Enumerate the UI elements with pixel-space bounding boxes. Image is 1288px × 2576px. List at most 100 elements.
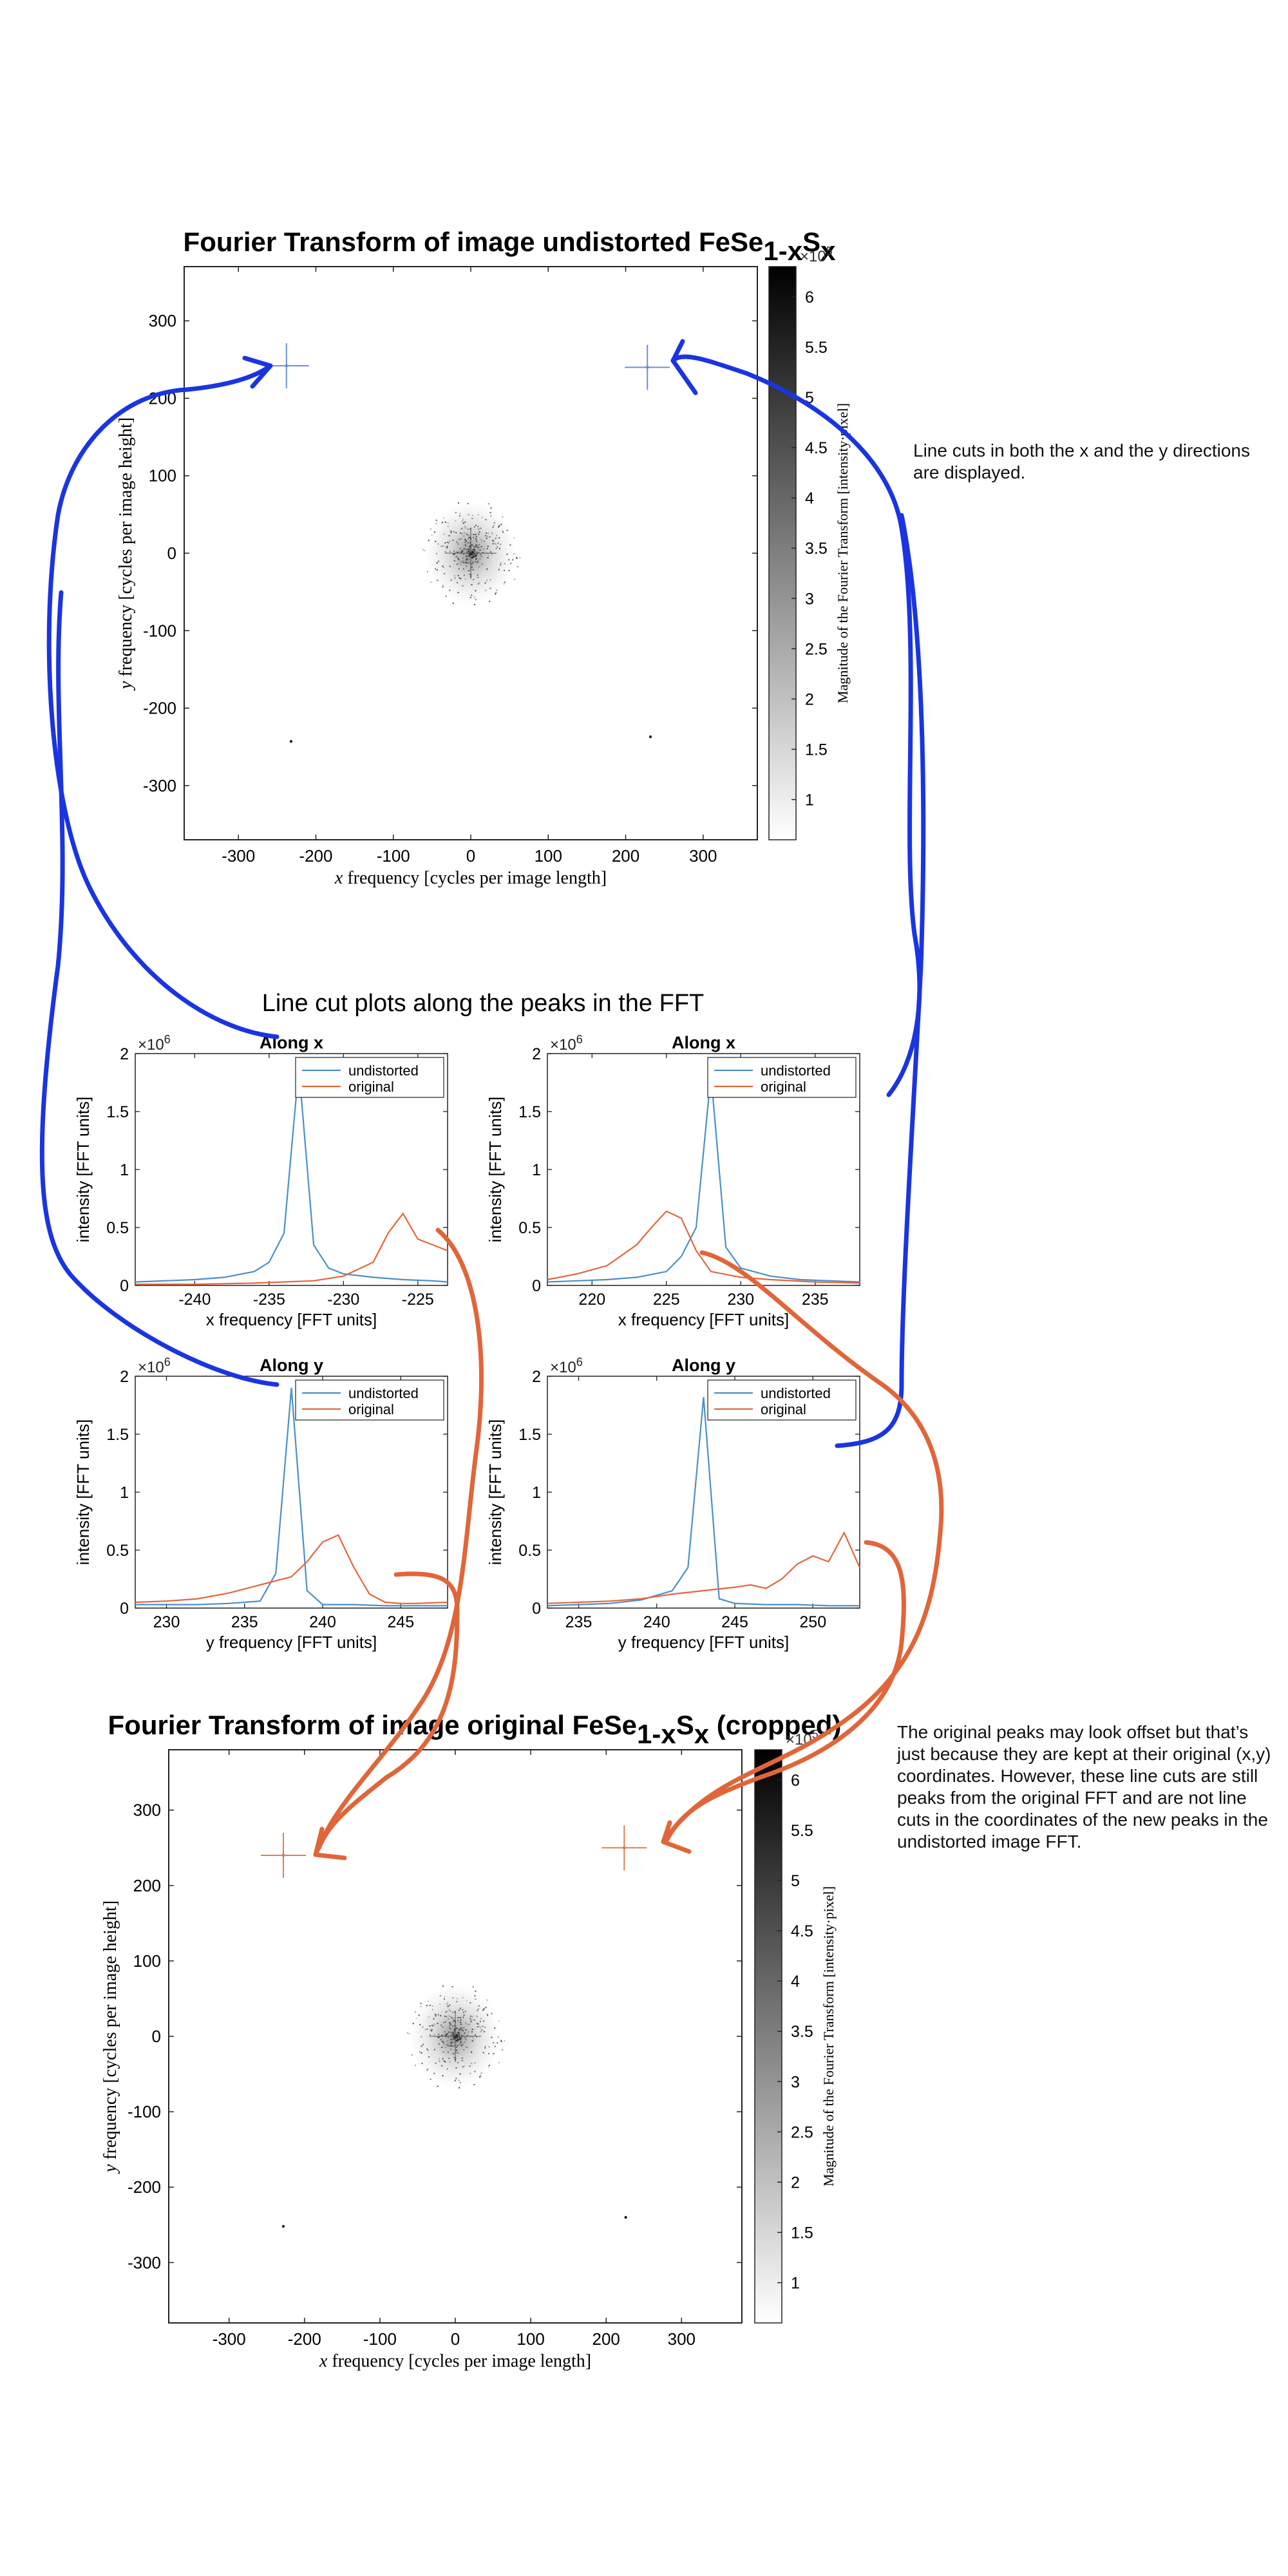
fft-speckle [457, 557, 459, 559]
fft-speckle [489, 579, 491, 581]
y-tick-label: 200 [133, 1876, 161, 1895]
fft-speckle [463, 553, 465, 555]
y-tick-label: -300 [143, 776, 176, 795]
fft-speckle [459, 2044, 461, 2046]
y-tick-label: 1.5 [106, 1103, 129, 1121]
fft-speckle [457, 2017, 459, 2019]
fft-speckle [466, 551, 468, 553]
fft-speckle [436, 569, 438, 571]
fft-speckle [491, 2036, 493, 2038]
orange-arrow-left-inner [316, 1571, 460, 1851]
fft-speckle [497, 2036, 499, 2038]
y-tick-label: 2 [120, 1368, 129, 1386]
fft-speckle [455, 2046, 457, 2048]
fft-speckle [460, 2045, 462, 2047]
fft-speckle [466, 2035, 468, 2037]
fft-speckle [506, 553, 508, 555]
fft-speckle [473, 2019, 475, 2021]
fft-speckle [419, 2051, 421, 2053]
fft-speckle [460, 578, 462, 580]
fft-speckle [474, 603, 476, 605]
chart-title-part: Fourier Transform of image undistorted F… [184, 227, 764, 257]
fft-speckle [449, 565, 451, 567]
fft-speckle [500, 2040, 502, 2042]
fft-speckle [426, 571, 428, 573]
fft-speckle [414, 2011, 416, 2013]
fft-speckle [453, 2038, 455, 2040]
fft-speckle [488, 2052, 490, 2054]
fft-speckle [431, 2029, 433, 2031]
fft-speckle [480, 2027, 482, 2029]
fft-speckle [471, 594, 473, 596]
fft-speckle [492, 533, 494, 535]
fft-speckle [465, 562, 467, 564]
fft-speckle [462, 562, 464, 564]
chart-title-part: S [676, 1710, 694, 1740]
fft-speckle [497, 546, 498, 548]
x-tick-label: 245 [387, 1613, 414, 1631]
fft-speckle [488, 554, 489, 556]
fft-speckle [482, 2025, 484, 2027]
y-tick-label: 0.5 [106, 1542, 129, 1560]
colorbar-tick-label: 5 [791, 1872, 800, 1890]
fft-speckle [446, 2011, 448, 2012]
fft-speckle [473, 579, 475, 581]
fft-speckle [453, 2029, 455, 2031]
series-line-original [547, 1210, 860, 1284]
fft-speckle [452, 2018, 454, 2020]
y-exponent-power: 6 [164, 1033, 171, 1046]
fft-speckle [444, 1996, 446, 1998]
x-axis-text: frequency [cycles per image length] [347, 868, 607, 888]
orange-arrow-right-outer [661, 1250, 944, 1844]
fft-speckle [435, 540, 437, 542]
colorbar-tick-label: 3.5 [805, 540, 828, 558]
orange-arrow-left-outer [313, 1227, 484, 1857]
fft-speckle [463, 532, 465, 534]
fft-speckle [480, 538, 482, 540]
colorbar-tick-label: 5.5 [791, 1822, 813, 1840]
y-tick-label: 1.5 [106, 1426, 129, 1444]
fft-speckle [420, 2005, 422, 2007]
x-axis-var: x [319, 2351, 332, 2371]
fft-speckle [431, 2005, 433, 2007]
fft-speckle [459, 2027, 461, 2029]
fft-speckle [493, 525, 495, 527]
x-tick-label: 240 [643, 1613, 670, 1631]
fft-speckle [418, 2014, 420, 2016]
fft-speckle [483, 2008, 485, 2010]
fft-speckle [433, 2049, 435, 2050]
series-line-undistorted [135, 1387, 448, 1607]
fft-speckle [462, 2011, 464, 2013]
fft-speckle [477, 2023, 479, 2025]
fft-speckle [477, 544, 478, 546]
fft-speckle [427, 2000, 429, 2002]
fft-speckle [455, 532, 457, 534]
fft-speckle [448, 2015, 450, 2017]
fft-speckle [436, 562, 438, 564]
x-tick-label: -240 [178, 1291, 211, 1309]
fft-speckle [480, 527, 482, 529]
legend-entry: original [348, 1079, 394, 1095]
fft-speckle [487, 2014, 489, 2016]
fft-speckle [465, 562, 467, 564]
fft-speckle [492, 543, 494, 545]
fft-speckle [451, 2041, 453, 2043]
fft-peak [289, 740, 293, 743]
fft-speckle [457, 2038, 459, 2040]
legend-entry: undistorted [761, 1385, 831, 1401]
y-exponent-base: ×10 [138, 1036, 164, 1054]
y-exponent-base: ×10 [550, 1036, 576, 1054]
fft-speckle [451, 2036, 453, 2038]
fft-speckle [480, 555, 482, 557]
fft-speckle [449, 551, 451, 553]
fft-speckle [447, 2051, 449, 2053]
fft-speckle [443, 1998, 445, 2000]
fft-speckle [455, 2067, 457, 2069]
fft-speckle [466, 562, 468, 564]
fft-speckle [444, 573, 446, 574]
legend-entry: original [761, 1079, 806, 1095]
x-tick-label: 300 [668, 2329, 696, 2349]
fft-speckle [434, 2012, 436, 2014]
fft-speckle [459, 532, 461, 534]
